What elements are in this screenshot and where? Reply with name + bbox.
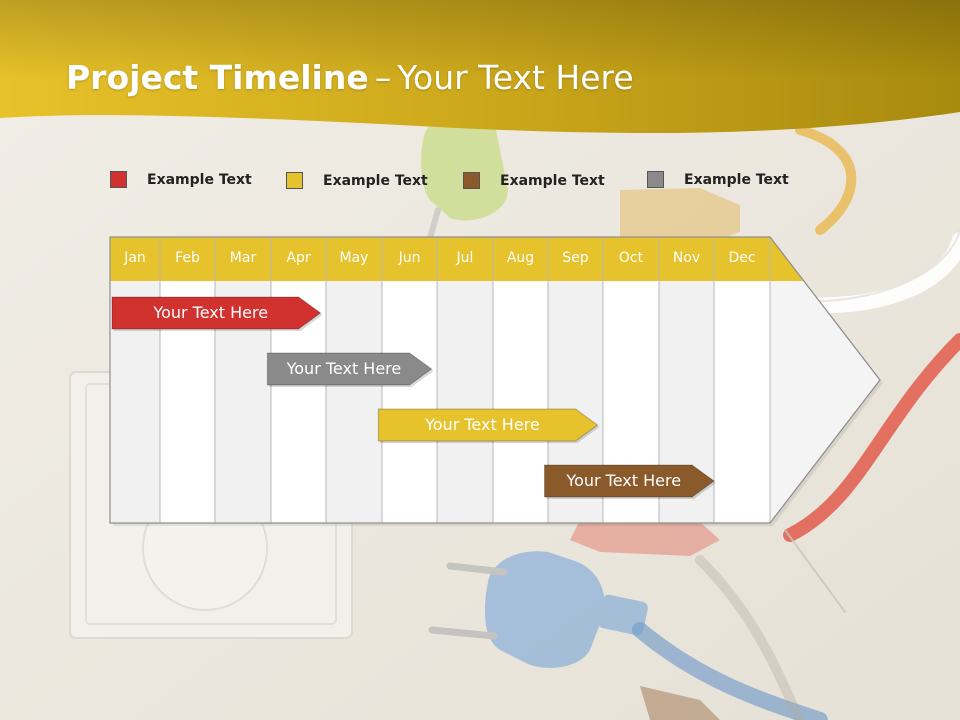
task-bar-3 — [377, 408, 599, 442]
task-bar-4 — [544, 464, 715, 498]
legend-label-red: Example Text — [147, 172, 252, 188]
task-label-2: Your Text Here — [286, 359, 402, 378]
timeline-column-dec — [714, 281, 770, 523]
timeline-arrow-outline — [109, 236, 881, 524]
header-band-shade — [0, 0, 960, 134]
month-label-nov: Nov — [672, 250, 701, 266]
slide-title: Project Timeline–Your Text Here — [66, 58, 634, 97]
legend-swatch-red — [110, 171, 127, 188]
month-label-dec: Dec — [728, 250, 756, 266]
legend-swatch-brown — [463, 172, 480, 189]
legend-label-yellow: Example Text — [323, 173, 428, 189]
task-label-4: Your Text Here — [566, 471, 682, 490]
month-label-apr: Apr — [286, 250, 311, 266]
timeline-column-aug — [493, 281, 548, 523]
month-label-oct: Oct — [618, 250, 644, 266]
legend-label-brown: Example Text — [500, 173, 605, 189]
month-label-mar: Mar — [229, 250, 257, 266]
title-dash: – — [374, 58, 392, 97]
legend-swatch-yellow — [286, 172, 303, 189]
month-label-jan: Jan — [124, 250, 146, 266]
month-label-feb: Feb — [175, 250, 200, 266]
task-bar-2 — [266, 352, 433, 386]
timeline-column-jul — [437, 281, 493, 523]
timeline-header-band — [110, 237, 804, 281]
month-label-aug: Aug — [506, 250, 535, 266]
month-label-may: May — [339, 250, 369, 266]
cable-decoration — [632, 125, 960, 720]
timeline-column-jun — [382, 281, 437, 523]
month-label-sep: Sep — [562, 250, 589, 266]
month-label-jul: Jul — [456, 250, 474, 266]
task-label-1: Your Text Here — [153, 303, 269, 322]
title-rest: Your Text Here — [397, 58, 634, 97]
task-bar-1 — [111, 296, 322, 330]
title-bold: Project Timeline — [66, 58, 369, 97]
legend-swatch-gray — [647, 171, 664, 188]
legend-label-gray: Example Text — [684, 172, 789, 188]
timeline-column-may — [326, 281, 382, 523]
month-label-jun: Jun — [398, 250, 421, 266]
task-label-3: Your Text Here — [425, 415, 540, 434]
